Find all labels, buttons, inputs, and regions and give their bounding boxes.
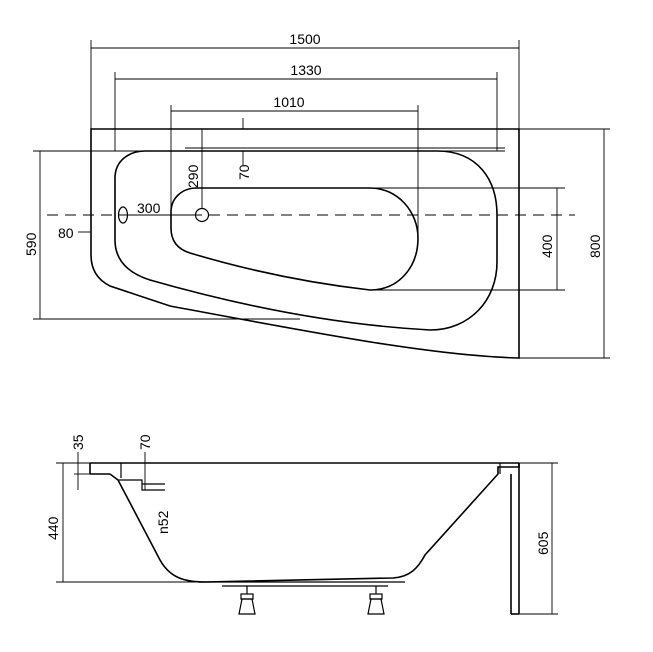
top-view: 1500 1330 1010 290 70 300 80 590 400 xyxy=(23,31,610,359)
dim-300: 300 xyxy=(137,200,161,216)
basin-floor-outline xyxy=(170,187,419,291)
dim-70-top: 70 xyxy=(236,164,252,180)
dim-590: 590 xyxy=(23,232,39,256)
foot-right-icon xyxy=(367,586,385,615)
dim-1500: 1500 xyxy=(289,31,320,47)
dim-70-side: 70 xyxy=(137,434,153,450)
dim-80: 80 xyxy=(58,225,74,241)
dim-35: 35 xyxy=(70,434,86,450)
foot-left-icon xyxy=(238,586,256,615)
tub-body-outline xyxy=(109,463,520,583)
dim-400: 400 xyxy=(539,234,555,258)
dim-1010: 1010 xyxy=(273,94,304,110)
dim-n52: n52 xyxy=(155,510,171,534)
dim-1330: 1330 xyxy=(290,62,321,78)
dim-440: 440 xyxy=(45,516,61,540)
dim-605: 605 xyxy=(535,531,551,555)
inner-basin-outline xyxy=(114,150,498,331)
outer-rim-outline xyxy=(90,128,520,359)
dim-290: 290 xyxy=(185,164,201,188)
dim-800: 800 xyxy=(587,234,603,258)
side-view: 35 70 n52 440 605 xyxy=(45,434,558,615)
